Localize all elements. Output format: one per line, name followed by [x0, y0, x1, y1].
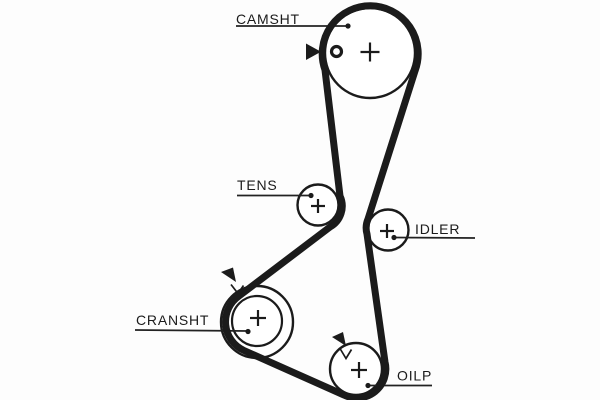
idler-label: IDLER	[415, 221, 460, 237]
crankshaft-arrow-icon	[221, 267, 236, 282]
crankshaft-label: CRANSHT	[136, 312, 209, 328]
camshaft-timing-ring-icon	[329, 44, 344, 59]
crankshaft-leader-dot	[245, 328, 251, 335]
idler-center-cross-icon	[380, 224, 394, 238]
timing-belt-path	[222, 2, 422, 400]
tensioner-center-cross-icon	[311, 199, 325, 213]
idler-leader-dot	[391, 234, 397, 241]
tensioner-leader-dot	[308, 192, 314, 199]
camshaft-arrow-icon	[306, 43, 321, 60]
oil-pump-center-cross-icon	[351, 362, 367, 378]
camshaft-center-cross-icon	[360, 42, 380, 62]
crankshaft-center-cross-icon	[250, 310, 266, 326]
tensioner-callout: TENS	[237, 177, 314, 199]
oil-pump-leader-dot	[365, 382, 371, 389]
crankshaft-leader-line	[134, 329, 249, 332]
idler-callout: IDLER	[391, 221, 476, 241]
idler-leader-line	[393, 236, 476, 239]
oil-pump-notch-icon	[339, 348, 353, 361]
camshaft-label: CAMSHT	[236, 11, 300, 27]
tensioner-label: TENS	[237, 177, 278, 193]
crankshaft-pulley-inner	[230, 294, 284, 348]
oil-pump-arrow-icon	[332, 332, 346, 346]
oil-pump-label: OILP	[397, 368, 432, 384]
camshaft-leader-dot	[345, 23, 351, 29]
